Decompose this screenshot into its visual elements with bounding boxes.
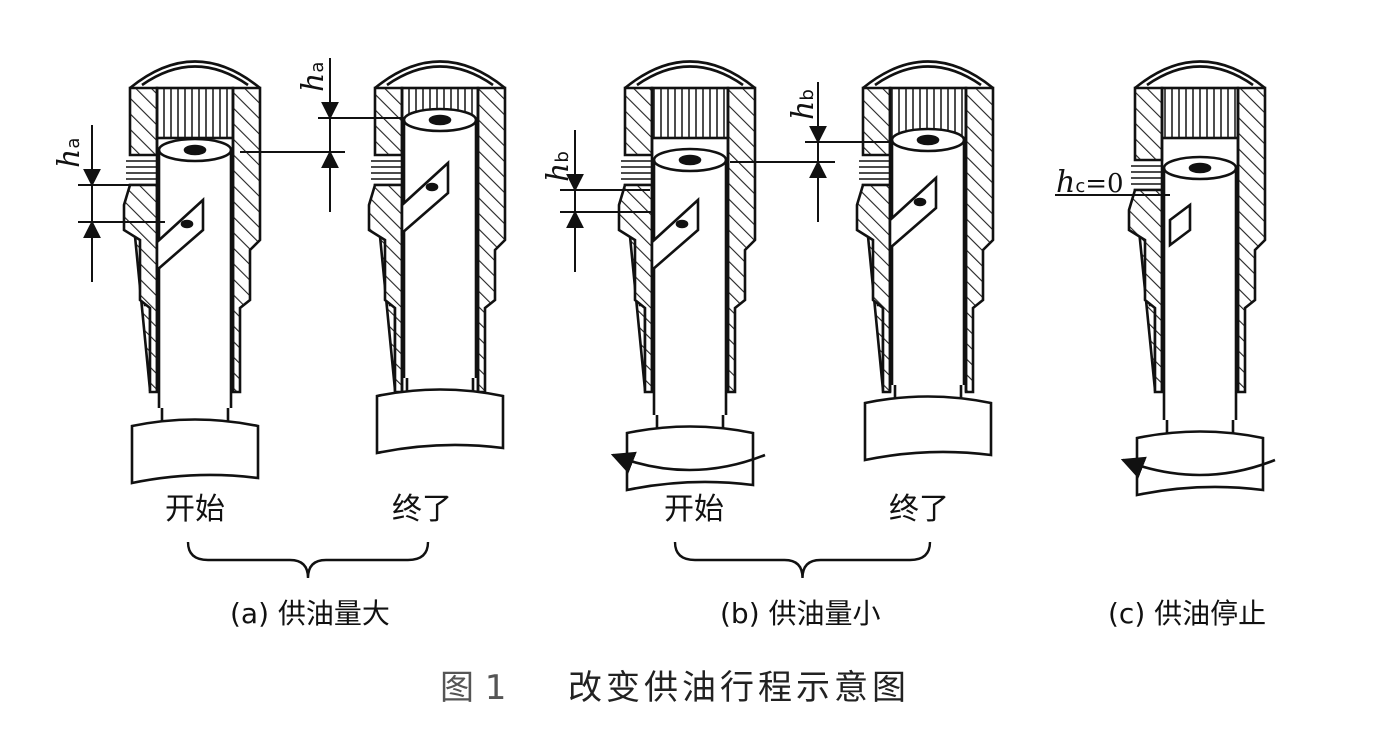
right-wall — [726, 86, 757, 394]
plunger-body — [159, 150, 231, 408]
cap-dome — [862, 60, 994, 90]
chamber-fill — [650, 86, 730, 140]
helix-groove — [400, 160, 450, 236]
stage-label-b-start: 开始 — [664, 492, 724, 527]
plunger-hole — [183, 144, 207, 156]
pump-unit-2 — [367, 60, 507, 455]
dim-label-ha-2: ha — [296, 61, 331, 92]
helix-groove — [650, 197, 700, 273]
plunger-body — [404, 120, 476, 378]
rotation-arrow — [1120, 456, 1276, 479]
helix-hole — [913, 197, 927, 207]
left-wall-body — [617, 183, 654, 394]
plunger-hole — [428, 114, 452, 126]
helix-hole — [675, 219, 689, 229]
helix-hole — [180, 219, 194, 229]
stage-label-b-end: 终了 — [889, 492, 949, 527]
stage-label-a-start: 开始 — [165, 492, 225, 527]
chamber-fill — [1160, 86, 1240, 140]
left-wall-body — [122, 183, 159, 394]
plunger-body — [654, 160, 726, 415]
right-wall — [1236, 86, 1267, 394]
left-wall-upper — [623, 86, 654, 157]
cap-inner — [141, 65, 249, 87]
pump-unit-3 — [610, 60, 766, 492]
plunger-body — [892, 140, 964, 385]
left-wall-body — [855, 183, 892, 394]
tappet — [625, 425, 755, 492]
cap-dome — [1134, 60, 1266, 90]
pump-unit-5 — [1120, 60, 1276, 497]
left-wall-upper — [128, 86, 159, 157]
plunger-hole — [1188, 162, 1212, 174]
helix-groove — [1168, 202, 1192, 248]
brace-b — [673, 541, 932, 579]
plunger-body — [1164, 168, 1236, 420]
cap-dome — [129, 60, 261, 90]
chamber-fill — [155, 86, 235, 140]
pump-unit-1 — [122, 60, 262, 485]
dim-label-hb-1: hb — [541, 151, 576, 182]
caption-b: (b) 供油量小 — [720, 597, 881, 630]
cap-inner — [636, 65, 744, 87]
tappet — [375, 388, 505, 455]
dim-label-ha-1: ha — [52, 137, 87, 168]
caption-a: (a) 供油量大 — [230, 597, 390, 630]
left-wall-upper — [861, 86, 892, 157]
rotation-arrow — [610, 451, 766, 474]
caption-c: (c) 供油停止 — [1108, 597, 1267, 630]
plunger-hole — [678, 154, 702, 166]
left-wall-body — [367, 183, 404, 394]
right-wall — [964, 86, 995, 394]
stage-label-a-end: 终了 — [392, 492, 452, 527]
cap-inner — [386, 65, 494, 87]
plunger-hole — [916, 134, 940, 146]
tappet — [863, 395, 993, 462]
tappet — [1135, 430, 1265, 497]
cap-dome — [374, 60, 506, 90]
cap-inner — [1146, 65, 1254, 87]
dim-label-hb-2: hb — [786, 89, 821, 120]
left-wall-upper — [373, 86, 404, 157]
helix-hole — [425, 182, 439, 192]
left-wall-body — [1127, 188, 1164, 394]
tappet — [130, 418, 260, 485]
cap-inner — [874, 65, 982, 87]
right-wall — [231, 86, 262, 394]
figure-number: 图 1 — [440, 668, 507, 708]
pump-unit-4 — [855, 60, 995, 462]
right-wall — [476, 86, 507, 394]
left-wall-upper — [1133, 86, 1164, 162]
helix-groove — [155, 197, 205, 273]
cap-dome — [624, 60, 756, 90]
helix-groove — [888, 175, 938, 251]
dim-label-hc: hc=0 — [1056, 165, 1124, 200]
brace-a — [186, 541, 430, 579]
figure-title: 改变供油行程示意图 — [568, 668, 910, 708]
